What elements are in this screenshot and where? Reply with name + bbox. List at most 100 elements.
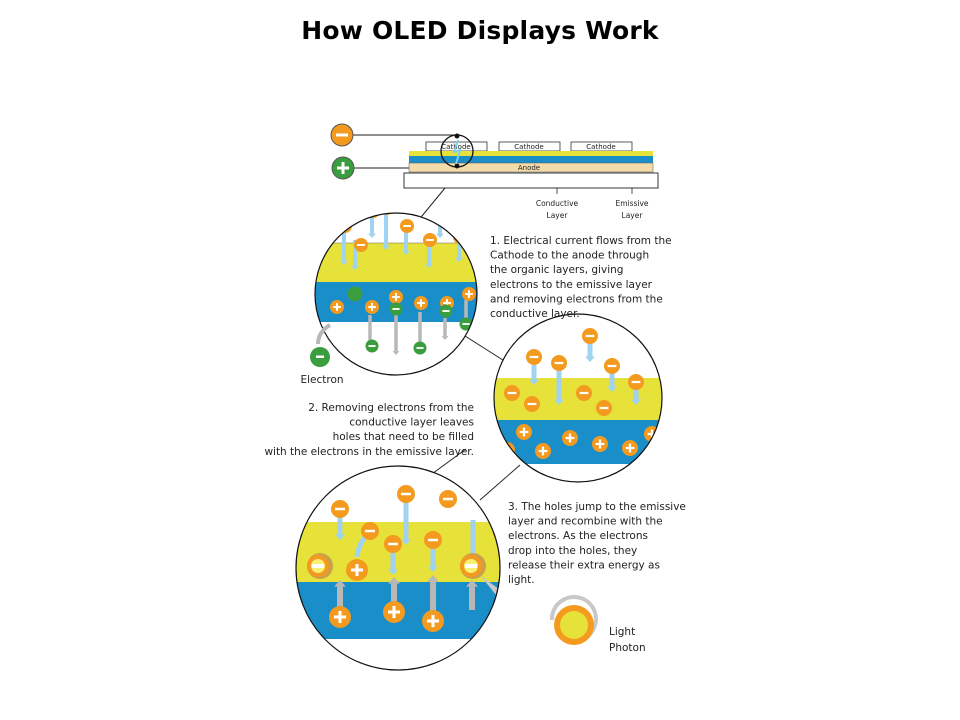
electron-flow-arrow	[455, 238, 463, 262]
step2-magnified-view	[493, 313, 663, 483]
electron-particle	[439, 304, 453, 318]
description-line: holes that need to be filled	[333, 431, 474, 443]
electron-particle	[524, 396, 540, 412]
description-line: electrons to the emissive layer	[490, 279, 653, 291]
hole-jump-arrow	[466, 580, 478, 610]
cathode-label: Cathode	[514, 143, 543, 151]
description-line: electrons. As the electrons	[508, 530, 648, 542]
step3-magnified-view	[295, 465, 501, 671]
hole-jump-arrow	[427, 575, 439, 615]
layer-stack: Cathode Cathode Cathode Anode Conductive…	[352, 133, 659, 220]
hole-jump-arrow	[334, 580, 346, 610]
electron-particle	[365, 339, 379, 353]
description-line: the organic layers, giving	[490, 264, 623, 276]
electron-particle	[424, 531, 442, 549]
electron-flow-arrow	[607, 370, 617, 392]
conductive-layer	[409, 156, 653, 163]
electron-particle	[389, 302, 403, 316]
electron-particle	[628, 374, 644, 390]
description-line: drop into the holes, they	[508, 545, 637, 557]
description-line: 3. The holes jump to the emissive	[508, 501, 686, 513]
zoom-connector	[416, 187, 446, 223]
description-line: conductive layer.	[490, 308, 580, 320]
conductive-layer-label: Layer	[547, 211, 569, 220]
conductive-layer	[494, 420, 662, 464]
description-line: 1. Electrical current flows from the	[490, 235, 672, 247]
step2-description: 2. Removing electrons from the conductive…	[264, 402, 474, 458]
step3-description: 3. The holes jump to the emissive layer a…	[508, 501, 686, 586]
electron-flow-arrow	[529, 365, 539, 385]
electron-particle	[423, 233, 437, 247]
step1-magnified-view	[314, 212, 478, 376]
description-line: release their extra energy as	[508, 559, 660, 571]
emissive-layer-label: Layer	[622, 211, 644, 220]
hole-particle	[422, 610, 444, 632]
description-line: 2. Removing electrons from the	[308, 402, 474, 414]
description-line: conductive layer leaves	[349, 417, 474, 429]
zoom-connector	[464, 335, 507, 363]
description-line: Cathode to the anode through	[490, 250, 649, 262]
electron-particle	[526, 349, 542, 365]
electron-particle	[453, 230, 467, 244]
step1-description: 1. Electrical current flows from theCath…	[490, 235, 672, 320]
hole-particle	[365, 300, 379, 314]
cathode-label: Cathode	[586, 143, 615, 151]
photon-label: Photon	[609, 642, 646, 654]
positive-terminal	[331, 156, 355, 180]
emissive-layer-label: Emissive	[615, 199, 648, 208]
electron-particle	[384, 535, 402, 553]
description-line: light.	[508, 574, 535, 586]
electron-removal-arrow	[392, 310, 400, 355]
anode-label: Anode	[518, 164, 540, 172]
hole-particle	[592, 436, 608, 452]
electron-particle	[354, 238, 368, 252]
recombination-particle	[307, 553, 333, 579]
hole-particle	[383, 601, 405, 623]
electron-removal-arrow	[441, 318, 449, 340]
anode-layer	[408, 162, 654, 173]
electron-flow-arrow	[425, 240, 433, 268]
electron-label: Electron	[300, 374, 343, 386]
electron-flow-arrow	[631, 385, 641, 405]
hole-particle	[644, 426, 660, 442]
contact-dot	[454, 163, 460, 169]
photon-legend: Light Photon	[549, 595, 646, 654]
electron-particle	[433, 213, 447, 219]
electron-particle	[347, 286, 363, 302]
electron-particle	[361, 522, 379, 540]
electron-particle	[397, 485, 415, 503]
hole-particle	[414, 296, 428, 310]
description-line: with the electrons in the emissive layer…	[264, 446, 474, 458]
zoom-connector	[479, 464, 521, 501]
negative-terminal	[330, 123, 354, 147]
current-bolt-icon	[452, 139, 462, 165]
electron-flow-arrow	[388, 552, 398, 575]
substrate	[403, 172, 659, 189]
electron-particle	[596, 400, 612, 416]
electron-particle	[331, 500, 349, 518]
electron-particle	[504, 385, 520, 401]
electron-flow-arrow	[585, 340, 595, 362]
emissive-layer	[409, 151, 653, 156]
electron-particle	[551, 355, 567, 371]
hole-particle	[462, 287, 476, 301]
electron-flow-arrow	[554, 370, 564, 405]
electron-flow-arrow	[402, 225, 410, 255]
description-line: and removing electrons from the	[490, 293, 663, 305]
conductive-layer-label: Conductive	[536, 199, 579, 208]
electron-flow-arrow	[335, 515, 345, 540]
electron-flow-arrow	[382, 213, 390, 250]
hole-jump-arrow	[388, 577, 400, 605]
electron-flow-arrow	[368, 213, 376, 238]
electron-particle	[576, 385, 592, 401]
page-title: How OLED Displays Work	[301, 16, 659, 45]
hole-particle	[329, 606, 351, 628]
description-line: layer and recombine with the	[508, 516, 663, 528]
hole-particle	[330, 300, 344, 314]
contact-dot	[454, 133, 460, 139]
hole-particle	[389, 290, 403, 304]
electron-particle	[439, 490, 457, 508]
hole-particle	[516, 424, 532, 440]
electron-flow-arrow	[340, 228, 348, 265]
